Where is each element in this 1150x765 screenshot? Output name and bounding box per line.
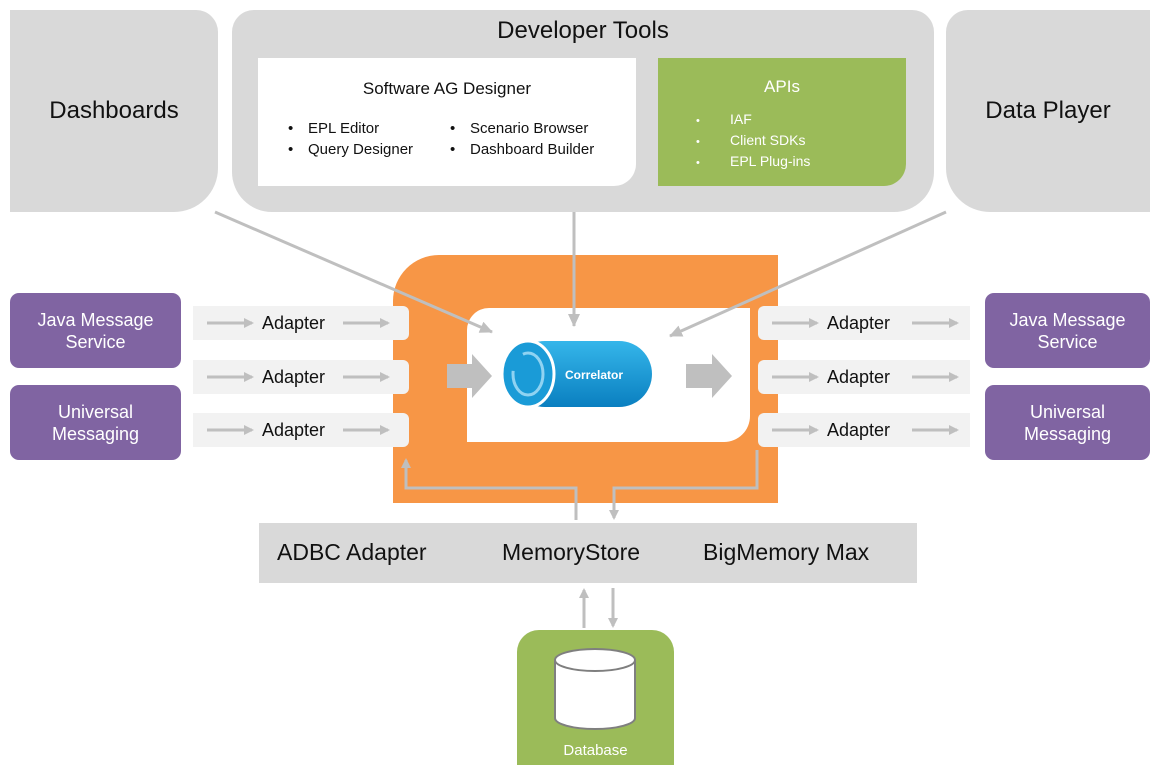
java-message-service-left: Java Message Service <box>10 293 181 368</box>
store-bar <box>259 523 917 583</box>
designer-title: Software AG Designer <box>362 79 532 98</box>
adapter-label: Adapter <box>262 367 326 387</box>
database-label: Database <box>563 741 628 759</box>
right-adapter-arrows <box>772 318 959 435</box>
api-item: EPL Plug-ins <box>696 152 810 173</box>
designer-tools-list-left: EPL Editor Query Designer <box>288 118 413 160</box>
apis-title: APIs <box>764 77 800 96</box>
data-player-label: Data Player <box>985 97 1111 124</box>
adbc-adapter-label: ADBC Adapter <box>277 539 427 565</box>
dataplayer-to-correlator-arrow <box>669 210 947 338</box>
dashboards-to-correlator-arrow <box>214 210 493 334</box>
correlator-to-store-arrow <box>609 450 759 520</box>
designer-tools-list-right: Scenario Browser Dashboard Builder <box>450 118 594 160</box>
input-block-arrow <box>447 354 492 398</box>
source-label: Java Message Service <box>1009 309 1126 352</box>
designer-tool-item: EPL Editor <box>288 118 413 139</box>
store-to-correlator-arrow <box>401 458 578 520</box>
memorystore-label: MemoryStore <box>502 539 641 565</box>
source-label: Universal Messaging <box>51 401 140 444</box>
api-item: Client SDKs <box>696 131 810 152</box>
adapter-label: Adapter <box>827 313 891 333</box>
dashboards-label: Dashboards <box>49 97 179 124</box>
correlator-icon <box>500 339 652 409</box>
designer-tool-item: Query Designer <box>288 139 413 160</box>
java-message-service-right: Java Message Service <box>985 293 1150 368</box>
correlator-label: Correlator <box>565 368 623 382</box>
adapter-label: Adapter <box>827 367 891 387</box>
adapter-label: Adapter <box>262 420 326 440</box>
apis-list: IAF Client SDKs EPL Plug-ins <box>696 110 810 173</box>
source-label: Java Message Service <box>37 309 154 352</box>
output-block-arrow <box>686 354 732 398</box>
source-label: Universal Messaging <box>1023 401 1112 444</box>
api-item: IAF <box>696 110 810 131</box>
developer-tools-title: Developer Tools <box>497 17 669 44</box>
adapter-label: Adapter <box>827 420 891 440</box>
dashboards-panel: Dashboards <box>10 10 218 212</box>
universal-messaging-right: Universal Messaging <box>985 385 1150 460</box>
left-adapter-arrows <box>207 318 390 435</box>
data-player-panel: Data Player <box>946 10 1150 212</box>
designer-tool-item: Dashboard Builder <box>450 139 594 160</box>
designer-tool-item: Scenario Browser <box>450 118 594 139</box>
universal-messaging-left: Universal Messaging <box>10 385 181 460</box>
bigmemory-max-label: BigMemory Max <box>703 539 870 565</box>
database-icon <box>554 648 636 730</box>
adapter-label: Adapter <box>262 313 326 333</box>
